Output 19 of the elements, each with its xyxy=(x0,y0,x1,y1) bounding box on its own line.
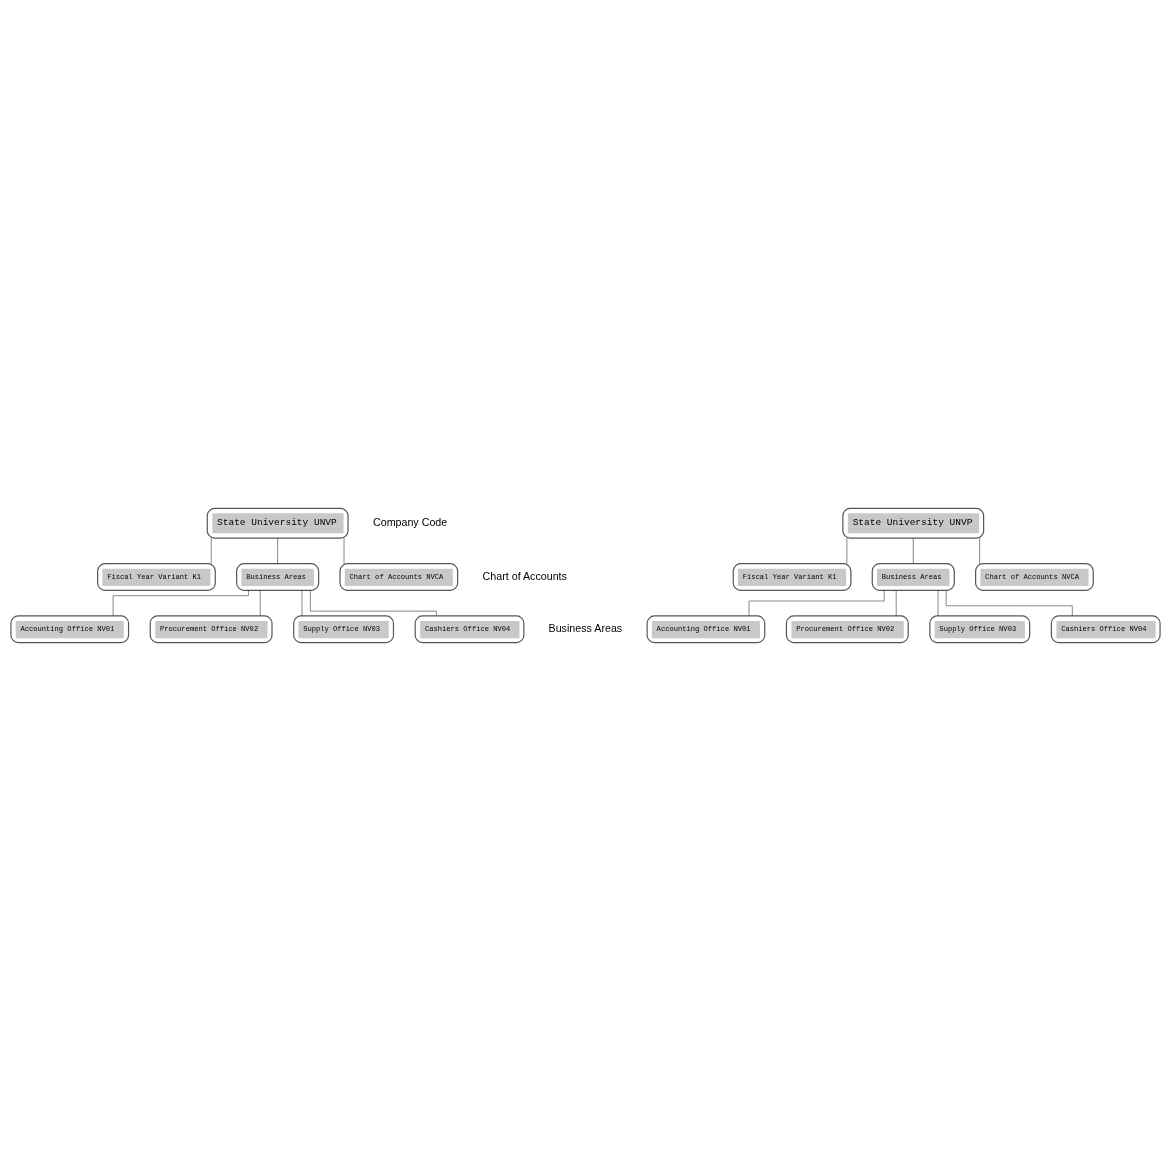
label: Chart of Accounts xyxy=(482,569,567,582)
connector xyxy=(277,537,278,564)
connector xyxy=(210,537,212,564)
connector xyxy=(748,589,885,616)
connector xyxy=(945,589,1073,616)
label: Business Areas xyxy=(548,621,623,634)
connector xyxy=(979,537,980,564)
label: Company Code xyxy=(372,515,448,528)
connector xyxy=(343,537,345,564)
connector xyxy=(937,589,939,616)
connector xyxy=(310,589,437,616)
connector xyxy=(895,589,897,616)
node-box: State University UNVP xyxy=(206,507,349,539)
connector xyxy=(301,589,303,616)
connector xyxy=(846,537,848,564)
connector xyxy=(912,537,914,564)
connector xyxy=(259,589,261,616)
node-box: State University UNVP xyxy=(842,507,985,539)
connector xyxy=(112,589,249,616)
